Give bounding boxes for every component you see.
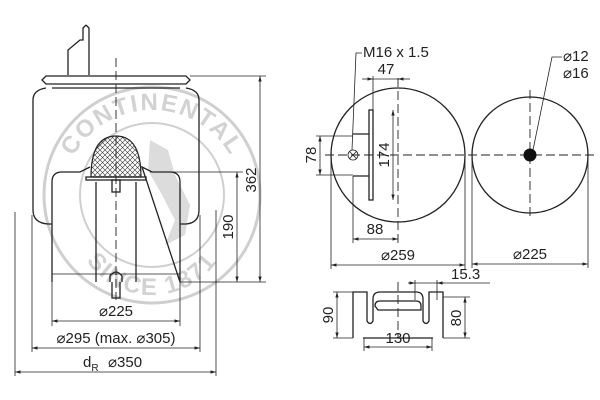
bottom-view: ⌀12 ⌀16 ⌀225	[471, 48, 589, 268]
piston-profile	[352, 291, 444, 338]
dim-88: 88	[367, 221, 384, 238]
thread-hole-icon	[347, 149, 359, 161]
dim-259: ⌀259	[381, 247, 415, 264]
dim-90: 90	[320, 307, 337, 324]
top-view: M16 x 1.5 47 174 78 88 ⌀259	[303, 44, 598, 269]
continental-watermark-logo: CONTINENTAL SINCE 1871	[42, 85, 262, 305]
side-view: 362 190 ⌀225 ⌀295 (max. ⌀305) dR ⌀350	[14, 24, 266, 376]
air-port-hole	[523, 148, 537, 162]
dim-roll-symbol: dR	[83, 354, 99, 374]
hole-diameter-12: ⌀12	[563, 48, 589, 65]
dim-78: 78	[303, 147, 320, 164]
top-plate	[41, 75, 191, 85]
dim-80: 80	[448, 310, 465, 327]
bellows	[32, 87, 200, 225]
horse-icon	[148, 140, 190, 245]
dim-piston-diameter: ⌀225	[99, 303, 133, 320]
dim-362: 362	[243, 167, 260, 192]
thread-label: M16 x 1.5	[363, 44, 429, 61]
dim-bellows-diameter: ⌀295 (max. ⌀305)	[57, 330, 176, 347]
dim-47: 47	[378, 61, 395, 78]
mounting-plate	[353, 109, 374, 201]
dim-225-bottom: ⌀225	[513, 246, 547, 263]
dim-174: 174	[376, 142, 393, 167]
profile-view: 15.3 90 80 130	[320, 266, 490, 351]
mounting-bracket	[67, 24, 90, 75]
dim-roll-diameter: ⌀350	[108, 354, 142, 371]
dim-190: 190	[220, 214, 237, 239]
dim-15-3: 15.3	[451, 266, 480, 283]
hole-diameter-16: ⌀16	[563, 65, 589, 82]
dim-130: 130	[385, 330, 410, 347]
